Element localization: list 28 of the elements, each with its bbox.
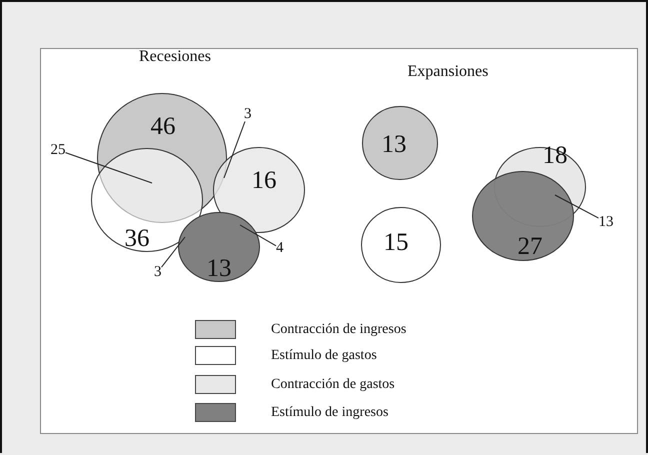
- legend-label: Estímulo de ingresos: [271, 406, 388, 420]
- group-heading: Recesiones: [139, 49, 211, 65]
- callout-number: 3: [154, 264, 162, 280]
- venn-circle: [213, 147, 305, 233]
- count-label: 16: [252, 168, 276, 192]
- count-label: 27: [518, 234, 542, 258]
- legend-label: Estímulo de gastos: [271, 349, 377, 363]
- venn-circle: [178, 212, 260, 282]
- callout-number: 4: [276, 240, 284, 256]
- legend-label: Contracción de gastos: [271, 378, 395, 392]
- count-label: 18: [542, 142, 568, 168]
- count-label: 36: [124, 226, 150, 250]
- callout-number: 13: [598, 214, 614, 230]
- venn-circle: [362, 106, 438, 180]
- venn-circle: [361, 207, 441, 283]
- count-label: 46: [150, 114, 176, 138]
- venn-circle: [97, 93, 227, 223]
- venn-circle: [472, 171, 574, 261]
- venn-circle: [91, 148, 203, 252]
- count-label: 13: [206, 256, 232, 280]
- callout-number: 25: [50, 142, 66, 158]
- count-label: 15: [384, 230, 408, 254]
- count-label: 13: [382, 132, 406, 156]
- leader-line: [65, 152, 152, 184]
- callout-number: 3: [244, 106, 252, 122]
- leader-line: [554, 194, 599, 219]
- legend-label: Contracción de ingresos: [271, 323, 406, 337]
- group-heading: Expansiones: [408, 64, 488, 80]
